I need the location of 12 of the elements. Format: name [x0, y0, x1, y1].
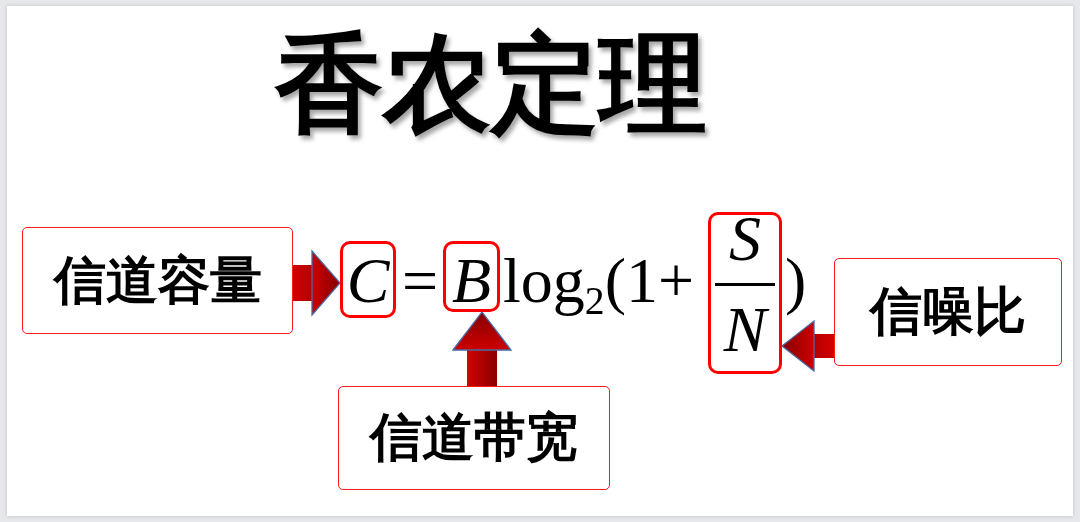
- highlight-box: B: [443, 241, 500, 312]
- label-box: 信噪比: [834, 258, 1062, 366]
- block-arrow: [293, 250, 341, 316]
- title: 香农定理: [275, 24, 707, 145]
- highlight-box: [708, 212, 782, 374]
- block-arrow: [452, 311, 512, 386]
- block-arrow: [781, 320, 834, 372]
- highlight-box: C: [340, 241, 396, 318]
- formula-text: =: [402, 249, 439, 313]
- numerator: S: [728, 215, 762, 263]
- label-box: 信道带宽: [338, 386, 610, 490]
- label-box: 信道容量: [22, 227, 293, 334]
